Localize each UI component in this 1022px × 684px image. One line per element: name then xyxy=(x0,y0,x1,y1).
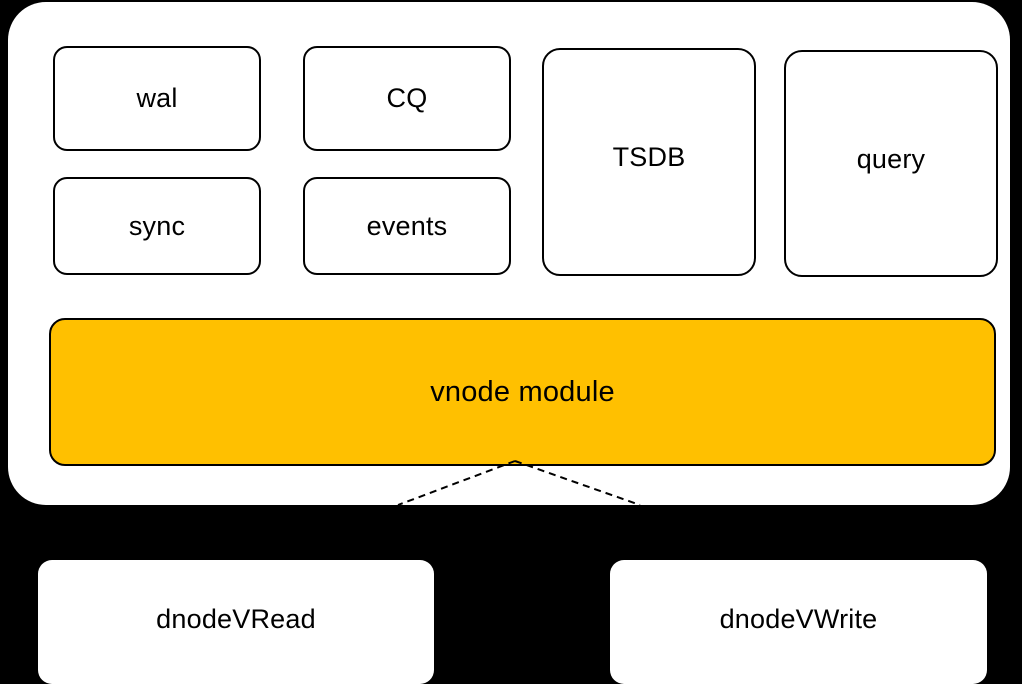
module-box-query[interactable]: query xyxy=(784,50,998,277)
module-label-sync: sync xyxy=(128,210,186,241)
module-box-events[interactable]: events xyxy=(303,177,511,275)
module-label-events: events xyxy=(366,210,448,241)
dnode-box-dnodevread[interactable]: dnodeVRead xyxy=(38,560,434,684)
module-box-tsdb[interactable]: TSDB xyxy=(542,48,756,276)
module-box-cq[interactable]: CQ xyxy=(303,46,511,151)
module-label-cq: CQ xyxy=(386,83,428,113)
dnode-label-dnodevread: dnodeVRead xyxy=(156,604,316,634)
vnode-module-bar[interactable]: vnode module xyxy=(49,318,996,466)
vnode-container: wal CQ sync events TSDB query vnode modu… xyxy=(8,2,1010,505)
module-label-query: query xyxy=(856,144,926,174)
dnode-box-dnodevwrite[interactable]: dnodeVWrite xyxy=(610,560,987,684)
module-label-wal: wal xyxy=(136,83,178,113)
module-box-wal[interactable]: wal xyxy=(53,46,261,151)
vnode-module-label: vnode module xyxy=(430,375,615,408)
diagram-canvas: wal CQ sync events TSDB query vnode modu… xyxy=(8,2,1010,684)
dnode-label-dnodevwrite: dnodeVWrite xyxy=(719,604,878,634)
module-box-sync[interactable]: sync xyxy=(53,177,261,275)
module-label-tsdb: TSDB xyxy=(612,141,686,172)
